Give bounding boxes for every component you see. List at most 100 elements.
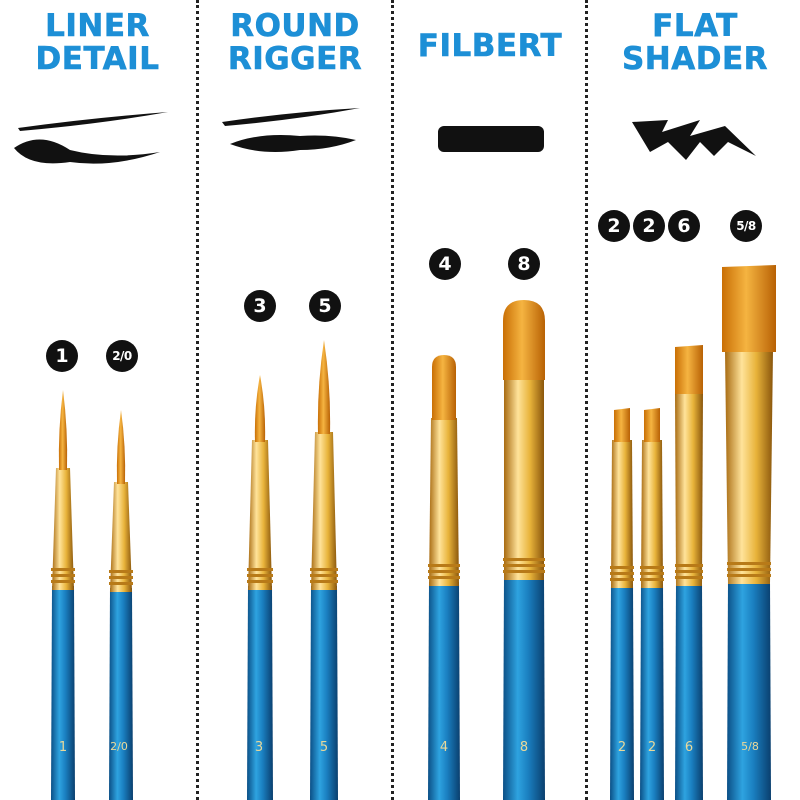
handle-label-5-8: 5/8 — [741, 740, 759, 753]
section-title-line1: FLAT — [652, 8, 738, 44]
handle-label-5: 5 — [319, 740, 329, 755]
paint-brush-6 — [675, 345, 703, 800]
size-badge-8: 8 — [508, 248, 540, 280]
ferrule-crimp — [109, 582, 133, 585]
section-title-line1: ROUND — [230, 8, 360, 44]
ferrule-crimp — [428, 576, 460, 579]
ferrule-crimp — [727, 574, 771, 577]
section-divider-2 — [391, 0, 394, 800]
brush-ferrule — [110, 482, 132, 592]
brush-bristles — [722, 265, 776, 352]
section-title-line2: DETAIL — [35, 41, 160, 77]
ferrule-crimp — [428, 570, 460, 573]
ferrule-crimp — [247, 574, 273, 577]
ferrule-crimp — [503, 558, 545, 561]
paint-brush-3 — [247, 375, 273, 800]
ferrule-crimp — [503, 570, 545, 573]
brush-ferrule — [52, 468, 74, 590]
paint-brush-8 — [503, 300, 545, 800]
handle-label-6: 6 — [684, 740, 694, 755]
paint-brush-5-8 — [722, 265, 776, 800]
brush-handle — [428, 582, 460, 800]
stroke-sample-filbert — [438, 126, 544, 152]
handle-label-2a: 2 — [617, 740, 627, 755]
handle-label-3: 3 — [254, 740, 264, 755]
handle-label-2b: 2 — [647, 740, 657, 755]
ferrule-crimp — [640, 566, 664, 569]
ferrule-crimp — [675, 570, 703, 573]
ferrule-crimp — [610, 578, 634, 581]
stroke-sample-liner — [14, 112, 168, 164]
size-badge-3: 3 — [244, 290, 276, 322]
ferrule-crimp — [610, 572, 634, 575]
ferrule-crimp — [640, 578, 664, 581]
size-badge-2a: 2 — [598, 210, 630, 242]
ferrule-crimp — [675, 564, 703, 567]
ferrule-crimp — [675, 576, 703, 579]
paint-brush-2-0 — [109, 410, 133, 800]
ferrule-crimp — [310, 580, 338, 583]
brush-ferrule — [641, 440, 663, 588]
size-badge-2b: 2 — [633, 210, 665, 242]
paint-brush-1 — [51, 390, 75, 800]
ferrule-crimp — [247, 580, 273, 583]
paint-brush-2 — [610, 408, 634, 800]
brush-ferrule — [611, 440, 633, 588]
brush-bristles — [58, 390, 68, 470]
ferrule-crimp — [310, 574, 338, 577]
section-title-line1: FILBERT — [417, 28, 563, 64]
ferrule-crimp — [640, 572, 664, 575]
brush-handle — [610, 584, 634, 800]
brush-bristles — [116, 410, 126, 484]
handle-label-1: 1 — [58, 740, 68, 755]
section-title-line2: SHADER — [621, 41, 769, 77]
ferrule-crimp — [503, 564, 545, 567]
section-title-line2: RIGGER — [227, 41, 363, 77]
brush-handle — [109, 588, 133, 800]
ferrule-crimp — [109, 570, 133, 573]
brush-handle — [310, 586, 338, 800]
size-badge-4: 4 — [429, 248, 461, 280]
size-badge-1: 1 — [46, 340, 78, 372]
brush-bristles — [317, 340, 331, 434]
section-title-filbert: FILBERT — [400, 28, 580, 64]
brush-handle — [727, 580, 771, 800]
brush-bristles — [432, 355, 456, 420]
ferrule-crimp — [51, 580, 75, 583]
brush-bristles — [675, 345, 703, 394]
ferrule-crimp — [727, 562, 771, 565]
ferrule-crimp — [727, 568, 771, 571]
size-badge-6: 6 — [668, 210, 700, 242]
brush-handle — [503, 576, 545, 800]
section-title-line1: LINER — [45, 8, 150, 44]
ferrule-crimp — [610, 566, 634, 569]
section-title-flat-shader: FLAT SHADER — [600, 8, 790, 77]
stroke-sample-flat-shader — [632, 120, 756, 160]
size-badge-2-0: 2/0 — [106, 340, 138, 372]
brush-bristles — [614, 408, 630, 442]
section-title-liner-detail: LINER DETAIL — [10, 8, 185, 77]
handle-label-4: 4 — [439, 740, 449, 755]
ferrule-crimp — [51, 574, 75, 577]
stroke-sample-rigger — [222, 108, 360, 152]
brush-bristles — [254, 375, 266, 442]
ferrule-crimp — [109, 576, 133, 579]
brush-ferrule — [675, 392, 703, 586]
handle-label-8: 8 — [519, 740, 529, 755]
brush-ferrule — [429, 418, 459, 586]
ferrule-crimp — [428, 564, 460, 567]
brush-ferrule — [311, 432, 337, 590]
brush-bristles — [644, 408, 660, 442]
ferrule-crimp — [51, 568, 75, 571]
brush-ferrule — [504, 378, 544, 580]
section-divider-1 — [196, 0, 199, 800]
brush-handle — [51, 586, 75, 800]
brush-handle — [247, 586, 273, 800]
handle-label-2-0: 2/0 — [110, 740, 128, 753]
ferrule-crimp — [247, 568, 273, 571]
brush-ferrule — [248, 440, 272, 590]
size-badge-5-8: 5/8 — [730, 210, 762, 242]
ferrule-crimp — [310, 568, 338, 571]
brush-handle — [640, 584, 664, 800]
paint-brush-5 — [310, 340, 338, 800]
